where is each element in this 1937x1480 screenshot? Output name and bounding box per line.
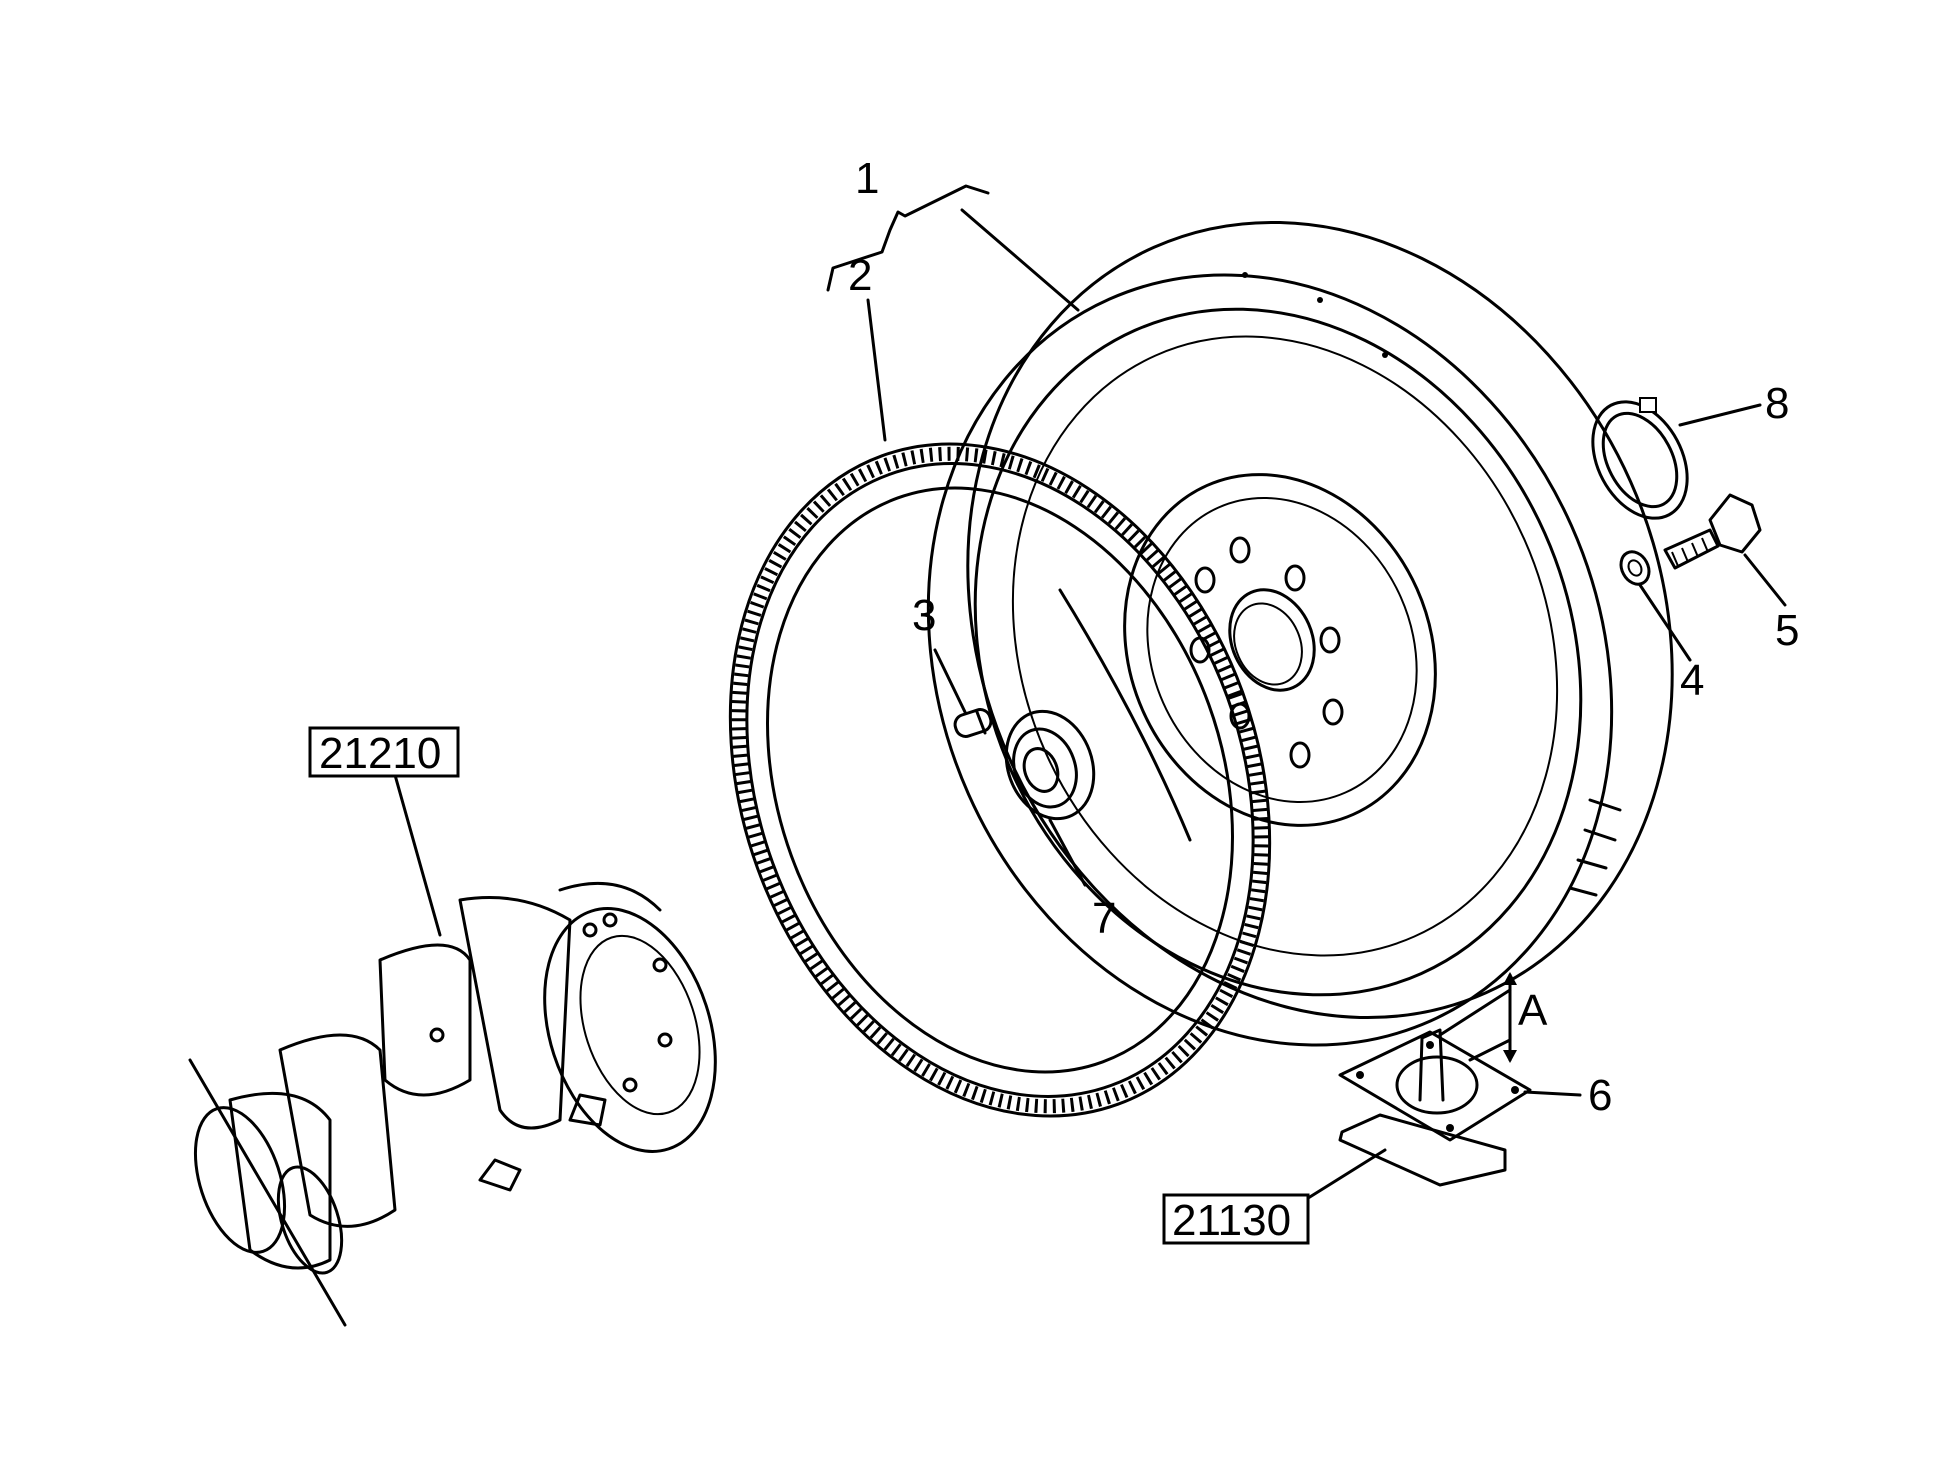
crankshaft [188, 881, 717, 1327]
view-a-marker [1438, 972, 1517, 1063]
ref-box-gasket: 21130 [1162, 1193, 1310, 1245]
circlip [1591, 397, 1689, 520]
inspection-cover [1338, 1028, 1532, 1142]
label-part-6: 6 [1588, 1071, 1612, 1120]
dowel-pin [953, 708, 993, 738]
label-view-a: A [1518, 986, 1548, 1035]
ring-gear [728, 442, 1272, 1118]
label-part-5: 5 [1775, 606, 1799, 655]
label-part-8: 8 [1765, 379, 1789, 428]
flywheel [926, 220, 1674, 1047]
ref-gasket: 21130 [1172, 1196, 1291, 1245]
pilot-bearing [1004, 709, 1096, 821]
ref-crankshaft: 21210 [319, 729, 441, 778]
label-part-2: 2 [848, 251, 872, 300]
leader-lines [393, 184, 1787, 1202]
label-part-3: 3 [912, 591, 936, 640]
washer [1619, 550, 1651, 586]
bolt [1663, 493, 1762, 570]
label-part-4: 4 [1680, 656, 1704, 705]
gasket [1338, 1113, 1507, 1187]
label-part-1: 1 [855, 154, 879, 203]
ref-box-crankshaft: 21210 [308, 726, 460, 778]
label-part-7: 7 [1092, 894, 1116, 943]
